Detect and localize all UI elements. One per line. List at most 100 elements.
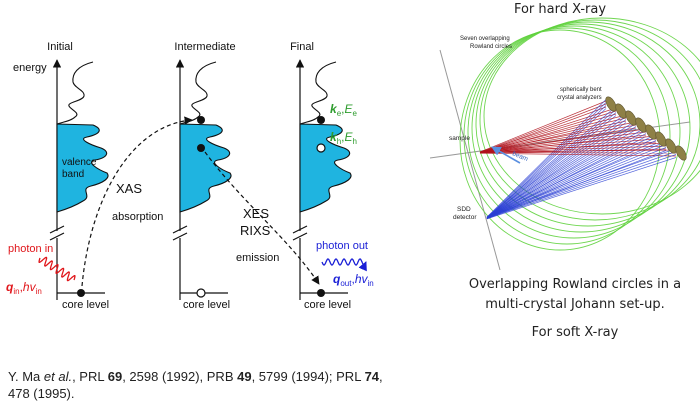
red-ray-8-3 <box>479 152 677 157</box>
red-ray-8-1 <box>479 149 677 153</box>
empty-states-curve-initial <box>56 61 94 125</box>
red-ray-1-2 <box>479 103 607 153</box>
in-subscript-2: in <box>36 287 42 296</box>
photon-in-wave <box>38 256 76 282</box>
red-ray-7-1 <box>479 142 667 153</box>
blue-ray-8-4 <box>486 157 677 220</box>
xas-label: XAS <box>116 181 142 196</box>
photon-in-formula: qin,hvin <box>6 280 42 296</box>
core-electron-final <box>317 289 325 297</box>
band-shapes <box>56 61 352 213</box>
h-subscript-2: h <box>353 137 357 146</box>
h-subscript: h <box>337 137 341 146</box>
panel-title-final: Final <box>290 41 314 53</box>
core-level-label-initial: core level <box>62 299 109 311</box>
core-electron-initial <box>77 289 85 297</box>
red-ray-4-1 <box>479 121 637 153</box>
blue-ray-7-1 <box>486 141 667 218</box>
emission-arrow <box>204 151 320 285</box>
citation-author: Y. Ma <box>8 369 44 384</box>
blue-ray-8-2 <box>486 151 677 218</box>
crystal-label-1: spherically bent <box>560 87 602 93</box>
k-symbol-e: k <box>330 102 338 116</box>
q-symbol: q <box>6 280 14 294</box>
comma-h: , <box>341 130 344 144</box>
detector-label-1: SDD <box>457 206 471 213</box>
valence-band-shape-initial <box>56 123 109 213</box>
empty-states-curve-intermediate <box>179 61 217 125</box>
valence-band-label-1: valence <box>62 157 97 168</box>
in-subscript: in <box>13 287 19 296</box>
rowland-circles-diagram: beam Seven overlapping Rowland circles s… <box>429 17 700 271</box>
red-ray-3-2 <box>479 117 627 153</box>
hv-symbol: hv <box>23 280 37 294</box>
crystal-analyzers <box>605 96 687 161</box>
blue-ray-8-1 <box>486 148 677 218</box>
crystal-analyzer-7 <box>665 138 677 154</box>
red-ray-3-3 <box>479 120 627 154</box>
rowland-caption-line-2: multi-crystal Johann set-up. <box>485 297 665 312</box>
red-ray-2-3 <box>479 113 617 154</box>
core-level-label-intermediate: core level <box>183 299 230 311</box>
blue-ray-4-2 <box>486 123 637 218</box>
citation-journal-1: , PRL <box>72 369 108 384</box>
E-symbol-e: E <box>344 102 353 116</box>
red-ray-3-1 <box>479 114 627 153</box>
rowland-circle-5 <box>475 21 700 227</box>
absorption-arrow <box>81 116 193 287</box>
crystal-analyzer-5 <box>645 124 657 140</box>
xes-label: XES <box>243 206 269 221</box>
blue-ray-6-1 <box>486 134 657 218</box>
e-subscript: e <box>337 109 342 118</box>
blue-ray-1-2 <box>486 102 607 218</box>
photon-out-label: photon out <box>316 240 368 252</box>
comma-out: , <box>351 272 354 286</box>
crystal-label-2: crystal analyzers <box>557 95 602 101</box>
red-ray-5-1 <box>479 128 647 153</box>
energy-axis-label: energy <box>13 62 47 74</box>
k-symbol-h: k <box>330 130 338 144</box>
crystal-analyzer-4 <box>635 117 647 133</box>
citation-ref-3: , <box>379 369 383 384</box>
comma-e: , <box>341 102 344 116</box>
core-hole-intermediate <box>196 288 206 298</box>
valence-band-shape-final <box>299 123 352 213</box>
blue-ray-1-3 <box>486 105 607 219</box>
rowland-title-2: Rowland circles <box>470 44 512 50</box>
red-ray-6-1 <box>479 135 657 153</box>
blue-ray-2-2 <box>486 109 617 218</box>
E-symbol-h: E <box>344 130 353 144</box>
sample-label: sample <box>449 135 470 142</box>
in-subscript-out: in <box>368 279 374 288</box>
axis-breaks <box>49 225 308 241</box>
rixs-label: RIXS <box>240 223 271 238</box>
red-ray-1-1 <box>479 100 607 153</box>
electron-state-label: ke,Ee <box>330 102 358 118</box>
rowland-circle-6 <box>479 19 700 221</box>
rowland-circle-7 <box>483 17 700 215</box>
hv-symbol-out: hv <box>355 272 369 286</box>
ray-bundle <box>479 99 677 220</box>
out-subscript: out <box>340 279 352 288</box>
blue-ray-5-1 <box>486 127 647 218</box>
citation-ref-4: 478 (1995). <box>8 386 75 401</box>
rowland-caption: Overlapping Rowland circles in a multi-c… <box>450 275 700 315</box>
crystal-analyzer-3 <box>625 110 637 126</box>
citation-etal: et al. <box>43 369 73 384</box>
absorption-label: absorption <box>112 211 163 223</box>
citation-ref-2: , 5799 (1994); PRL <box>251 369 365 384</box>
crystal-analyzer-2 <box>615 103 627 119</box>
hard-xray-header: For hard X-ray <box>513 2 607 17</box>
red-ray-4-3 <box>479 127 637 154</box>
valence-hole-final <box>316 143 326 153</box>
detector-label-2: detector <box>453 214 477 221</box>
crystal-analyzer-1 <box>605 96 617 112</box>
rowland-circle-4 <box>471 23 691 233</box>
panel-title-intermediate: Intermediate <box>174 41 235 53</box>
citation-volume-1: 69 <box>107 369 123 384</box>
citation: Y. Ma et al., PRL 69, 2598 (1992), PRB 4… <box>8 368 478 402</box>
rowland-title-1: Seven overlapping <box>460 36 510 42</box>
crystal-analyzer-8 <box>675 145 687 161</box>
excited-electron-intermediate <box>197 116 205 124</box>
